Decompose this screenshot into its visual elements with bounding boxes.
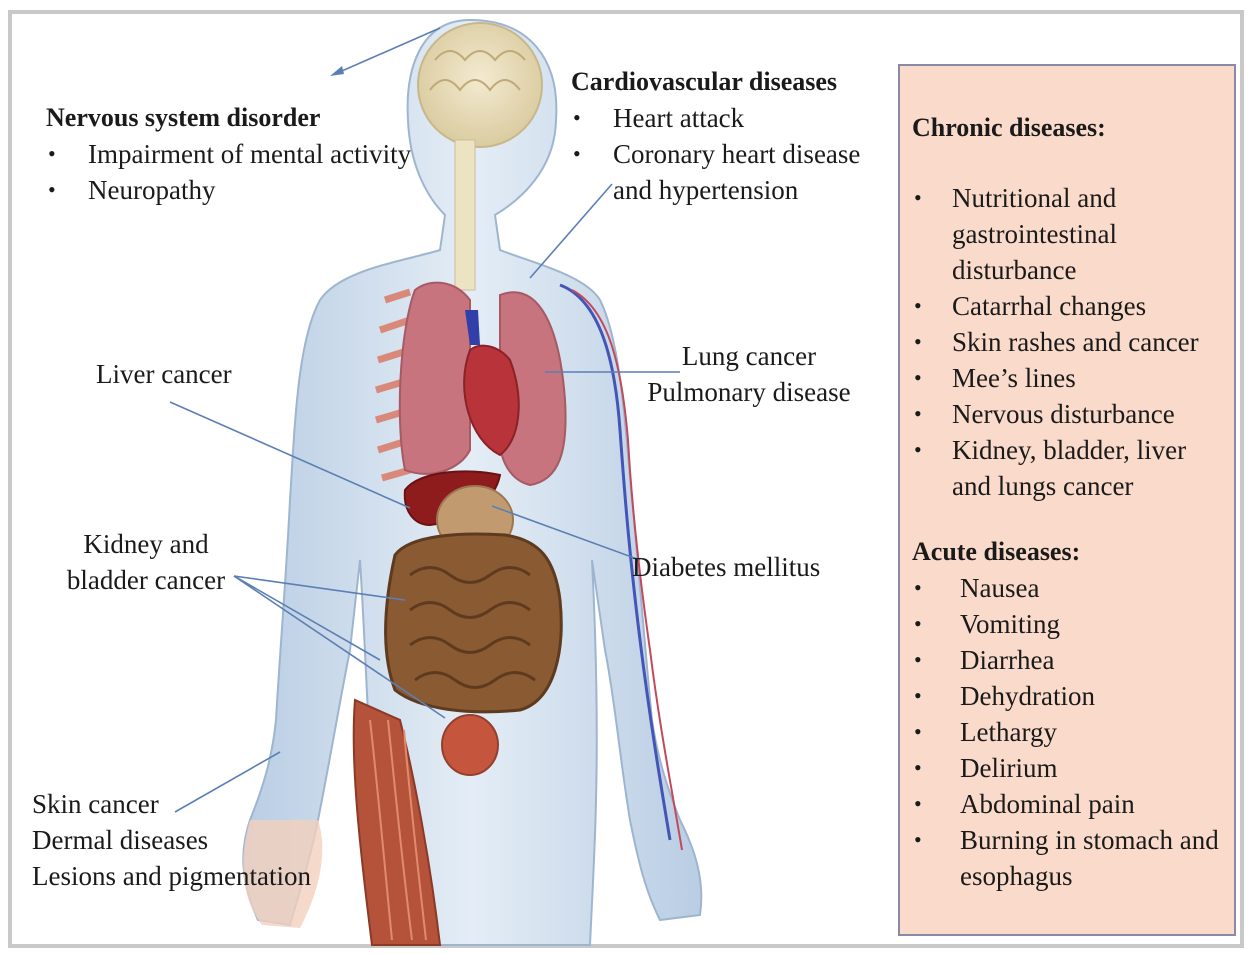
dermal-diseases-label: Dermal diseases [32,822,311,858]
nervous-system-list: Impairment of mental activity Neuropathy [46,136,411,208]
bladder [442,715,498,775]
nervous-system-group: Nervous system disorder Impairment of me… [46,100,411,208]
list-item: Mee’s lines [912,360,1220,396]
list-item: Nausea [912,570,1220,606]
brain-shape [418,23,542,147]
diseases-panel: Chronic diseases: Nutritional and gastro… [898,64,1236,936]
list-item: Nutritional and gastrointestinal disturb… [912,180,1220,288]
chronic-diseases-list: Nutritional and gastrointestinal disturb… [912,180,1220,504]
diabetes-label: Diabetes mellitus [632,549,820,585]
list-item: Skin rashes and cancer [912,324,1220,360]
list-item: Nervous disturbance [912,396,1220,432]
list-item: Vomiting [912,606,1220,642]
list-item: Abdominal pain [912,786,1220,822]
cardiovascular-list: Heart attack Coronary heart disease and … [571,100,901,208]
intestines [386,534,562,712]
cardiovascular-group: Cardiovascular diseases Heart attack Cor… [571,64,901,208]
list-item: Catarrhal changes [912,288,1220,324]
list-item: Heart attack [571,100,901,136]
skin-cancer-label: Skin cancer [32,786,311,822]
acute-diseases-list: Nausea Vomiting Diarrhea Dehydration Let… [912,570,1220,894]
spinal-cord [455,140,475,290]
pulmonary-disease-label: Pulmonary disease [638,374,860,410]
left-lung [400,283,470,474]
chronic-diseases-title: Chronic diseases: [912,110,1220,146]
list-item: Kidney, bladder, liver and lungs cancer [912,432,1220,504]
list-item: Diarrhea [912,642,1220,678]
list-item: Impairment of mental activity [46,136,411,172]
lung-cancer-label: Lung cancer [638,338,860,374]
nervous-system-title: Nervous system disorder [46,100,411,136]
skin-group: Skin cancer Dermal diseases Lesions and … [32,786,311,894]
list-item: Coronary heart disease and hypertension [571,136,901,208]
list-item: Dehydration [912,678,1220,714]
list-item: Delirium [912,750,1220,786]
list-item: Lethargy [912,714,1220,750]
list-item: Neuropathy [46,172,411,208]
cardiovascular-title: Cardiovascular diseases [571,64,901,100]
lung-group: Lung cancer Pulmonary disease [638,338,860,410]
kidney-group: Kidney and bladder cancer [58,526,234,598]
liver-cancer-label: Liver cancer [96,356,232,392]
kidney-label: Kidney and [58,526,234,562]
lesions-label: Lesions and pigmentation [32,858,311,894]
acute-diseases-title: Acute diseases: [912,534,1220,570]
bladder-cancer-label: bladder cancer [58,562,234,598]
list-item: Burning in stomach and esophagus [912,822,1220,894]
